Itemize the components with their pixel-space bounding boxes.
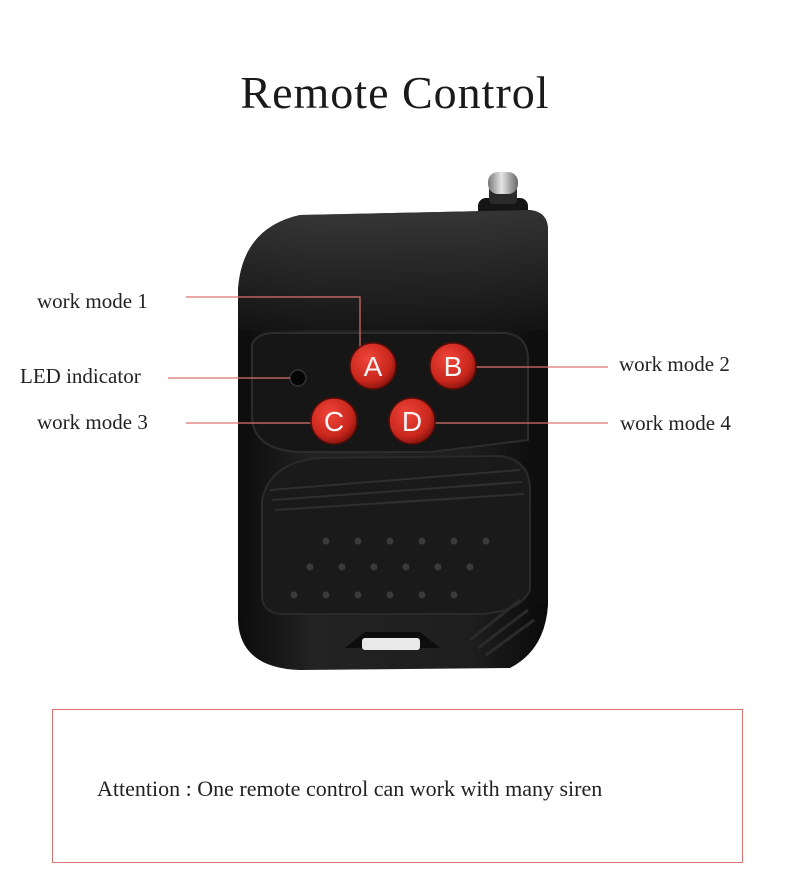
attention-box: Attention : One remote control can work …	[52, 709, 743, 863]
grille-dot	[322, 591, 330, 599]
grille-dot	[418, 591, 426, 599]
button-c-label: C	[324, 406, 344, 437]
grille-dot	[434, 563, 442, 571]
button-a[interactable]: A	[349, 342, 397, 390]
button-c[interactable]: C	[310, 397, 358, 445]
label-work-mode-1: work mode 1	[37, 289, 148, 313]
grille-dot	[450, 537, 458, 545]
grille-dot	[482, 537, 490, 545]
grille-dot	[450, 591, 458, 599]
grille-dot	[322, 537, 330, 545]
grille-dot	[466, 563, 474, 571]
grille-dot	[354, 591, 362, 599]
attention-text: Attention : One remote control can work …	[97, 776, 603, 801]
speaker-grille	[290, 537, 490, 599]
grille-dot	[354, 537, 362, 545]
label-work-mode-4: work mode 4	[620, 411, 731, 435]
grille-dot	[418, 537, 426, 545]
button-b-label: B	[444, 351, 463, 382]
remote-body	[238, 210, 548, 670]
button-d[interactable]: D	[388, 397, 436, 445]
grille-dot	[306, 563, 314, 571]
button-a-label: A	[364, 351, 383, 382]
label-work-mode-2: work mode 2	[619, 352, 730, 376]
grille-dot	[338, 563, 346, 571]
button-d-label: D	[402, 406, 422, 437]
grille-dot	[290, 591, 298, 599]
label-led-indicator: LED indicator	[20, 364, 141, 388]
leader-lines	[168, 296, 608, 424]
led-indicator	[289, 369, 307, 387]
label-work-mode-3: work mode 3	[37, 410, 148, 434]
grille-dot	[386, 591, 394, 599]
grille-dot	[370, 563, 378, 571]
page-title: Remote Control	[240, 67, 550, 118]
grille-dot	[386, 537, 394, 545]
leader-mode-1	[186, 296, 361, 348]
button-b[interactable]: B	[429, 342, 477, 390]
grille-dot	[402, 563, 410, 571]
